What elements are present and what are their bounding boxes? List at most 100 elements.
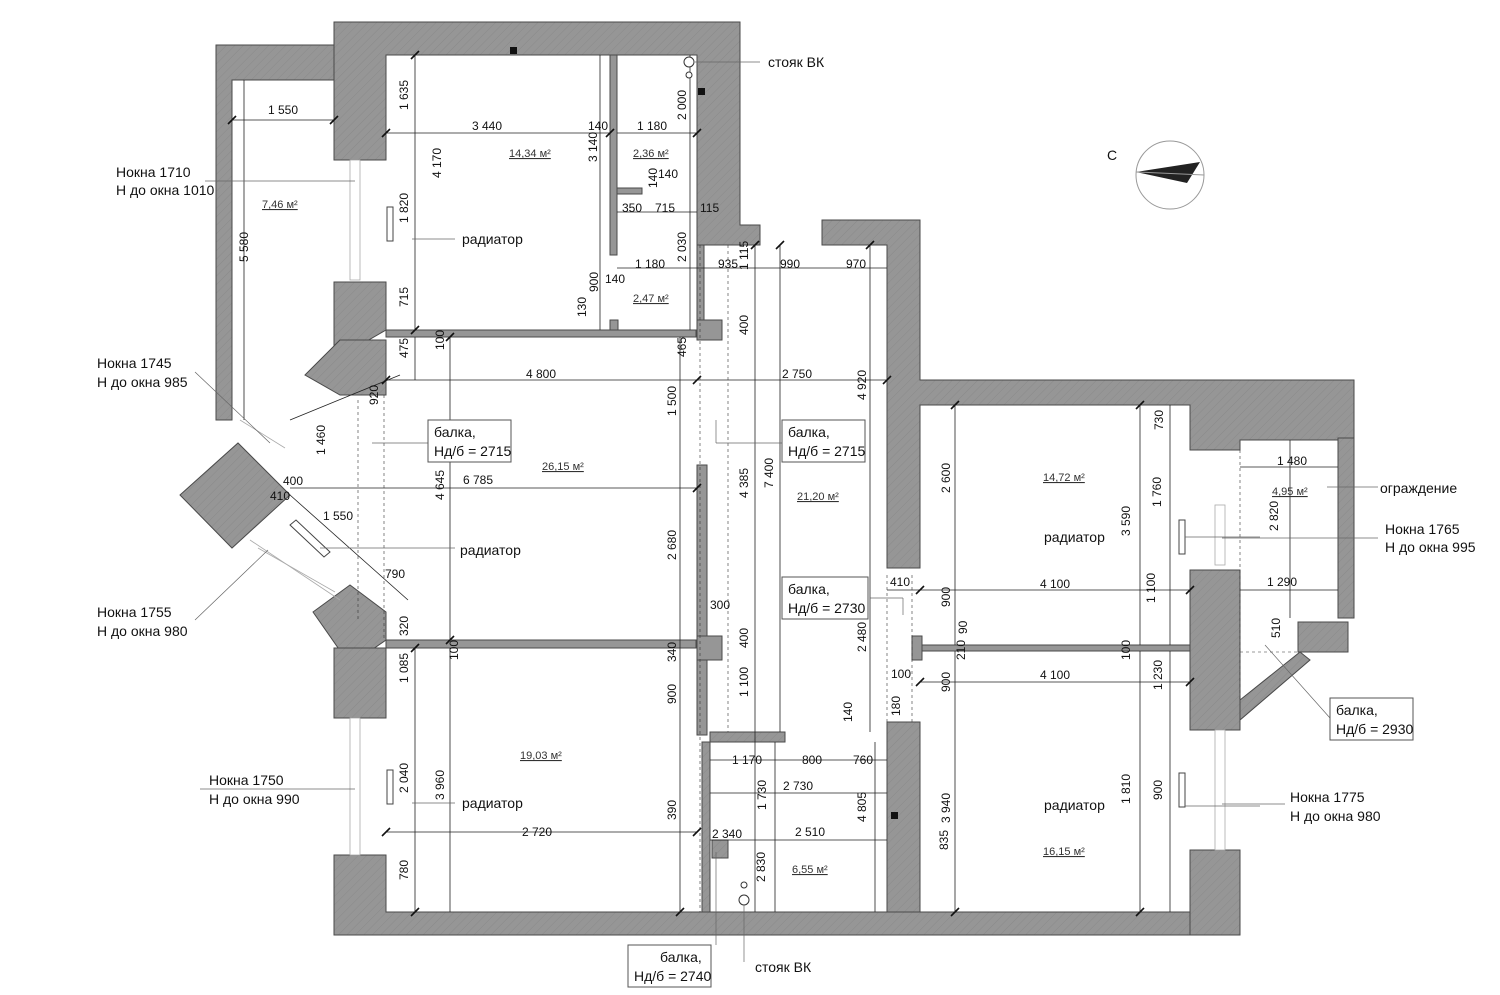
- dimension-label: 4 170: [430, 148, 444, 178]
- dimension-label: 4 920: [855, 370, 869, 400]
- dimension-label: 715: [397, 287, 411, 307]
- window-4-sill: Н до окна 990: [209, 791, 300, 807]
- area-room-9: 19,03 м²: [520, 750, 562, 762]
- dimension-label: 4 385: [737, 468, 751, 498]
- dimension-label: 1 115: [737, 241, 751, 270]
- north-label: С: [1107, 147, 1117, 163]
- dimension-label: 900: [939, 672, 953, 692]
- dimension-label: 2 600: [939, 463, 953, 493]
- dimension-label: 2 030: [675, 232, 689, 262]
- window-5-sill: Н до окна 995: [1385, 539, 1476, 555]
- dimension-label: 715: [655, 201, 675, 215]
- railing-label: ограждение: [1380, 480, 1457, 496]
- dimension-label: 1 480: [1277, 454, 1307, 468]
- dimension-label: 970: [846, 257, 866, 271]
- window-2-sill: Н до окна 985: [97, 374, 188, 390]
- dimension-label: 140: [646, 168, 660, 188]
- dimension-label: 180: [889, 696, 903, 716]
- beam-box-4: [1329, 697, 1414, 741]
- dimension-label: 410: [890, 575, 910, 589]
- interior-walls: [385, 47, 1191, 819]
- dimension-label: 2 680: [665, 530, 679, 560]
- beam-2-height: Нд/б = 2715: [788, 443, 866, 459]
- dimension-label: 2 340: [712, 827, 742, 841]
- window-1-height: Нокна 1710: [116, 164, 191, 180]
- beam-box-5: [627, 944, 712, 988]
- exterior-walls: [179, 21, 1355, 936]
- dimension-label: 1 230: [1151, 660, 1165, 690]
- dimension-label: 210: [954, 640, 968, 660]
- dimension-label: 2 830: [754, 852, 768, 882]
- dimension-label: 1 550: [323, 509, 353, 523]
- radiator-label-3: радиатор: [462, 795, 523, 811]
- text-layer: С стояк ВК стояк ВК 14,34 м² 2,36 м² 7,4…: [97, 54, 1476, 984]
- beam-3-title: балка,: [788, 581, 830, 597]
- area-room-5: 26,15 м²: [542, 461, 584, 473]
- window-6-height: Нокна 1775: [1290, 789, 1365, 805]
- dimension-label: 2 730: [783, 779, 813, 793]
- dimension-label: 4 100: [1040, 577, 1070, 591]
- dimension-label: 1 810: [1119, 774, 1133, 804]
- dimension-label: 900: [939, 587, 953, 607]
- dimension-label: 990: [780, 257, 800, 271]
- dimension-label: 1 500: [665, 386, 679, 416]
- dimension-label: 1 170: [732, 753, 762, 767]
- dimension-label: 4 645: [433, 470, 447, 500]
- dimension-label: 1 820: [397, 193, 411, 223]
- dimension-label: 475: [397, 338, 411, 358]
- dimension-label: 2 720: [522, 825, 552, 839]
- dimension-label: 4 100: [1040, 668, 1070, 682]
- dimension-label: 1 760: [1150, 477, 1164, 507]
- dimension-label: 3 960: [433, 770, 447, 800]
- area-room-6: 21,20 м²: [797, 491, 839, 503]
- area-room-8: 4,95 м²: [1272, 486, 1308, 498]
- dimension-label: 1 100: [1144, 573, 1158, 603]
- window-3-sill: Н до окна 980: [97, 623, 188, 639]
- window-6-sill: Н до окна 980: [1290, 808, 1381, 824]
- dimension-label: 400: [737, 628, 751, 648]
- beam-4-height: Нд/б = 2930: [1336, 721, 1414, 737]
- window-3-height: Нокна 1755: [97, 604, 172, 620]
- area-room-4: 2,47 м²: [633, 293, 669, 305]
- dimension-label: 3 590: [1119, 506, 1133, 536]
- dimension-label: 935: [718, 257, 738, 271]
- area-room-1: 14,34 м²: [509, 148, 551, 160]
- dimension-label: 730: [1152, 410, 1166, 430]
- dimension-label: 100: [447, 640, 461, 660]
- dimension-label: 800: [802, 753, 822, 767]
- dimension-label: 1 550: [268, 103, 298, 117]
- dimension-label: 90: [956, 620, 970, 634]
- dimension-label: 350: [622, 201, 642, 215]
- dimension-label: 410: [270, 489, 290, 503]
- dimension-label: 2 480: [855, 622, 869, 652]
- dimension-label: 3 440: [472, 119, 502, 133]
- beam-2-title: балка,: [788, 424, 830, 440]
- dimension-label: 3 140: [586, 132, 600, 162]
- dimension-label: 1 635: [397, 80, 411, 110]
- dimension-label: 100: [891, 667, 911, 681]
- dimension-label: 790: [385, 567, 405, 581]
- beam-4-title: балка,: [1336, 702, 1378, 718]
- window-4-height: Нокна 1750: [209, 772, 284, 788]
- dimension-label: 2 820: [1267, 501, 1281, 531]
- dimension-label: 115: [700, 201, 719, 215]
- window-5-height: Нокна 1765: [1385, 521, 1460, 537]
- dimension-label: 1 180: [635, 257, 665, 271]
- area-room-10: 6,55 м²: [792, 864, 828, 876]
- radiator-label-5: радиатор: [1044, 797, 1105, 813]
- dimension-label: 900: [587, 272, 601, 292]
- dimension-label: 100: [1119, 640, 1133, 660]
- beam-box-2: [781, 419, 866, 463]
- dimension-label: 1 085: [397, 653, 411, 683]
- dimension-label: 130: [575, 297, 589, 317]
- beam-5-height: Нд/б = 2740: [634, 968, 712, 984]
- dimension-label: 340: [665, 642, 679, 662]
- dimension-lines: [232, 55, 1338, 912]
- dimension-label: 400: [283, 474, 303, 488]
- area-room-2: 2,36 м²: [633, 148, 669, 160]
- radiator-label-4: радиатор: [1044, 529, 1105, 545]
- dimension-label: 1 730: [755, 780, 769, 810]
- dimension-label: 1 180: [637, 119, 667, 133]
- beam-boxes: [427, 419, 1414, 988]
